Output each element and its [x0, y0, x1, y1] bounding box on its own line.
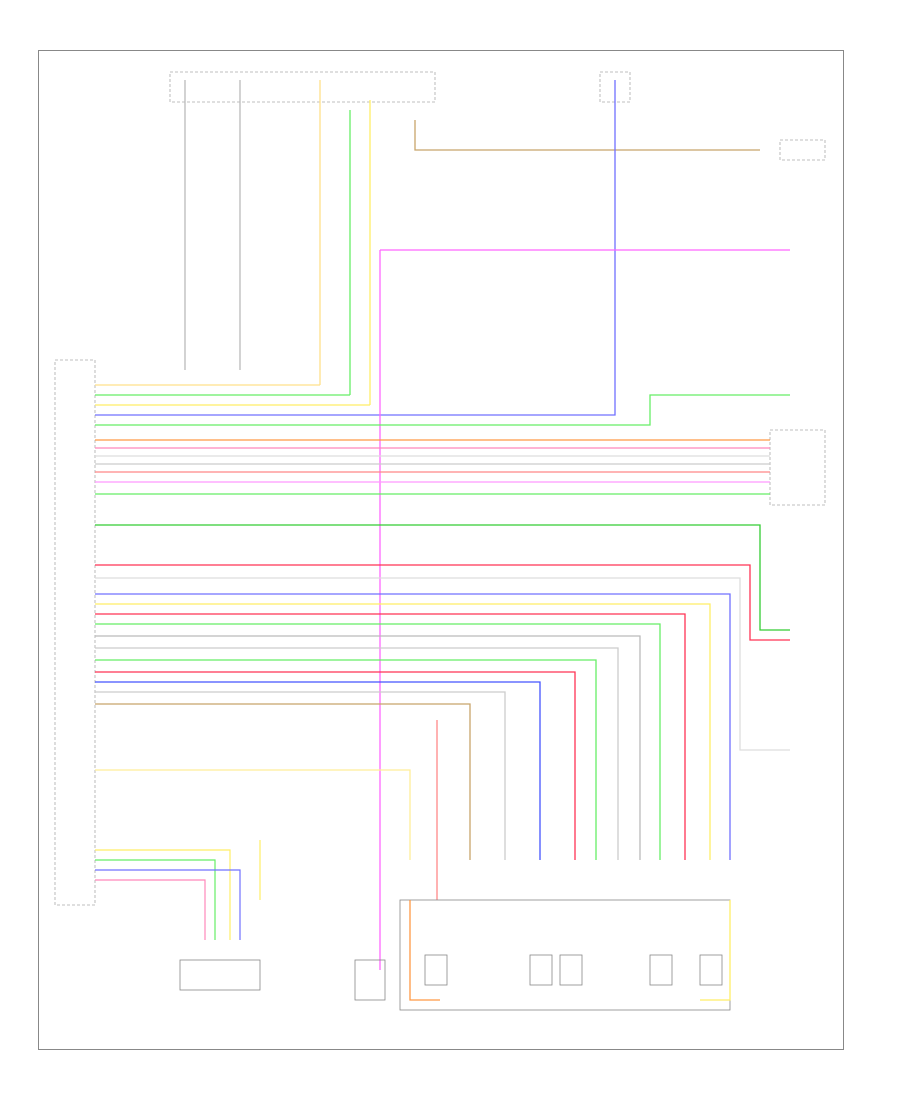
- fuse-boxes: [54, 71, 826, 906]
- ecm-harness: [95, 384, 790, 860]
- diagram-frame: [38, 50, 844, 1050]
- solenoid-assembly: [399, 720, 731, 1011]
- supply-wires: [95, 80, 790, 970]
- turbine-sensor: [95, 840, 386, 1001]
